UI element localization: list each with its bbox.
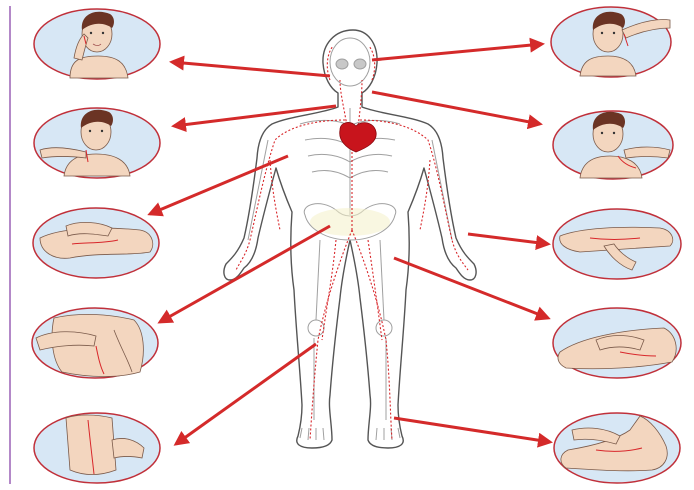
pulse-facial-circle	[551, 7, 671, 77]
pulse-radial-circle	[553, 209, 681, 279]
pulse-posterior-tibial-circle	[34, 413, 160, 483]
arrow-temporal	[172, 62, 330, 76]
pulse-carotid-left-circle	[34, 108, 160, 178]
arrow-facial	[372, 44, 542, 60]
pulse-carotid-right-circle	[553, 111, 673, 179]
body-outline	[224, 30, 476, 448]
human-body-figure	[224, 30, 476, 448]
pulse-femoral-circle	[32, 308, 158, 378]
pulse-temporal-circle	[34, 9, 160, 79]
pulse-dorsalis-pedis-circle	[554, 413, 680, 483]
arrow-posterior-tibial	[176, 344, 316, 444]
arrow-dorsalis-pedis	[394, 418, 550, 442]
pulse-popliteal-circle	[553, 308, 681, 378]
pulse-brachial-circle	[33, 208, 159, 278]
arrow-radial	[468, 234, 548, 244]
